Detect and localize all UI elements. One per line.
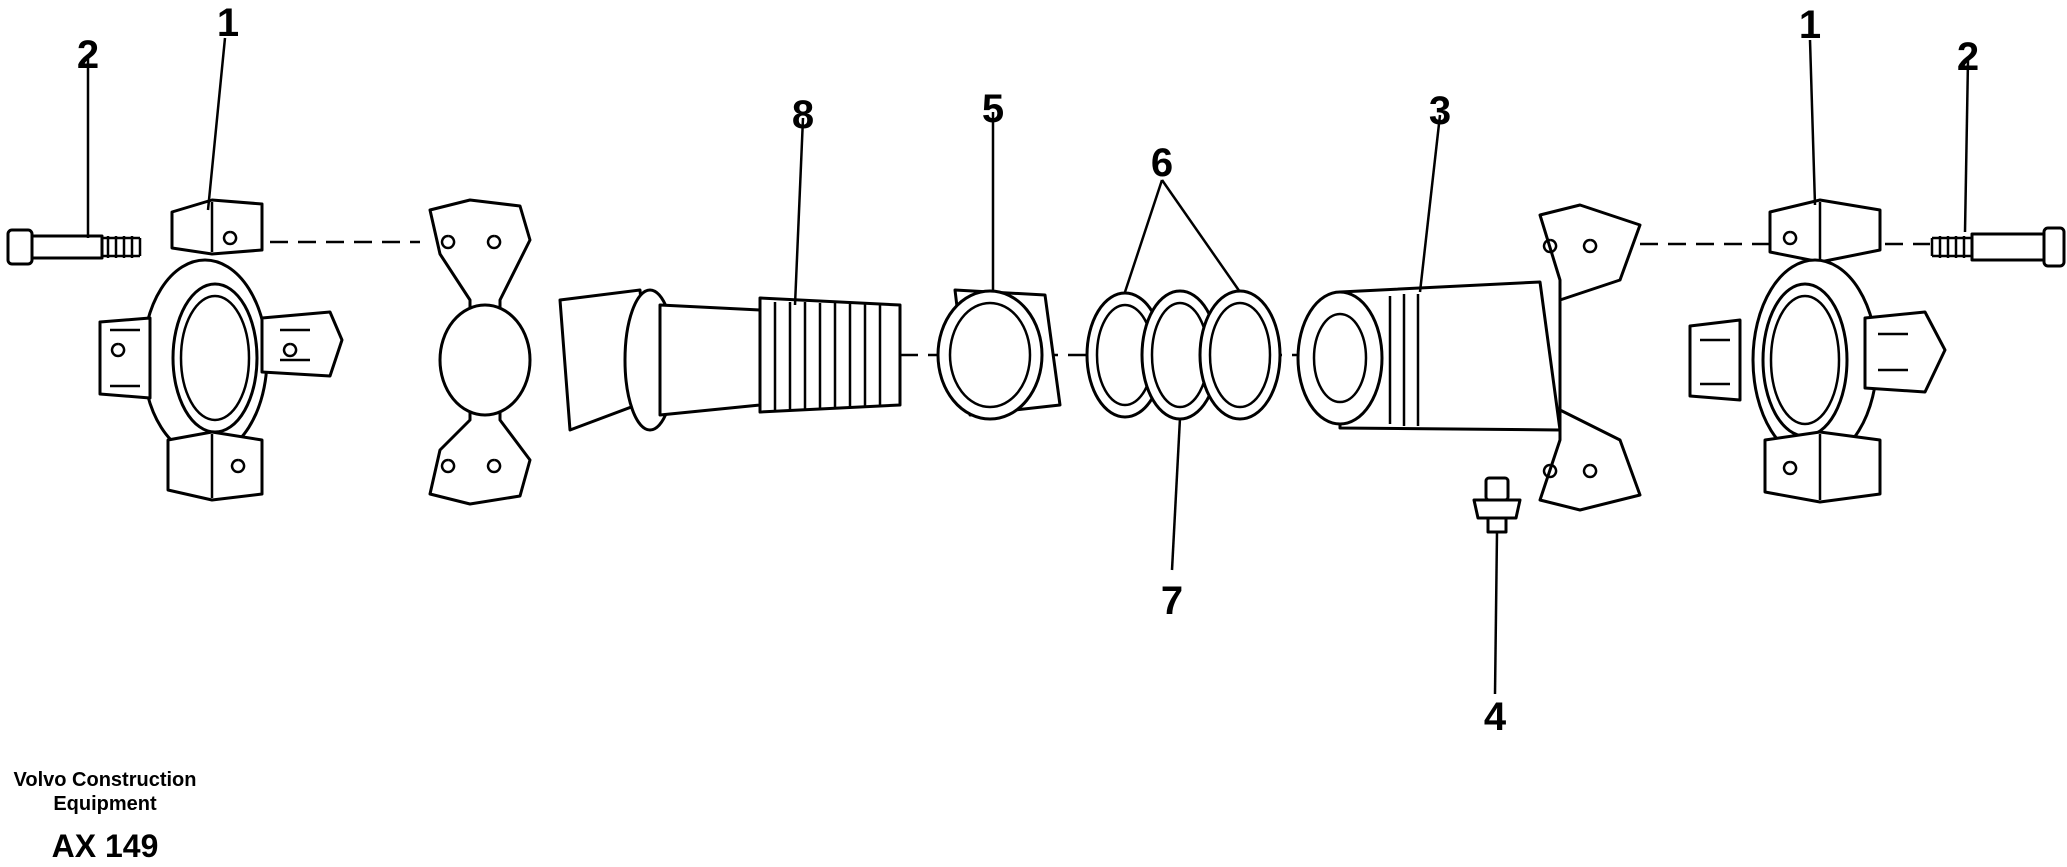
leader-lines xyxy=(86,37,1970,695)
footer-caption: Volvo Construction Equipment AX 149 xyxy=(0,768,210,865)
brand-line-2: Equipment xyxy=(53,793,157,815)
callout-1-left: 1 xyxy=(217,1,239,45)
bolt-right xyxy=(1930,226,2066,268)
callout-7: 7 xyxy=(1161,579,1183,623)
seal-rings-6-7 xyxy=(1085,289,1282,421)
callout-2-left: 2 xyxy=(77,33,99,77)
callout-5: 5 xyxy=(982,87,1004,131)
slip-yoke-3 xyxy=(1296,203,1642,512)
figure-code: AX 149 xyxy=(51,828,159,864)
universal-joint-cross-left xyxy=(98,198,344,502)
callout-2-right: 2 xyxy=(1957,35,1979,79)
callout-4: 4 xyxy=(1484,695,1507,739)
callout-3: 3 xyxy=(1429,89,1451,133)
callout-6: 6 xyxy=(1151,141,1173,185)
grease-nipple-4 xyxy=(1472,476,1522,534)
bolt-left xyxy=(6,228,142,266)
bushing-5 xyxy=(936,288,1062,421)
brand-line-1: Volvo Construction xyxy=(13,769,197,791)
callout-8: 8 xyxy=(792,93,814,137)
universal-joint-cross-right xyxy=(1688,198,1947,504)
yoke-shaft-8 xyxy=(428,198,902,506)
callout-1-right: 1 xyxy=(1799,3,1821,47)
